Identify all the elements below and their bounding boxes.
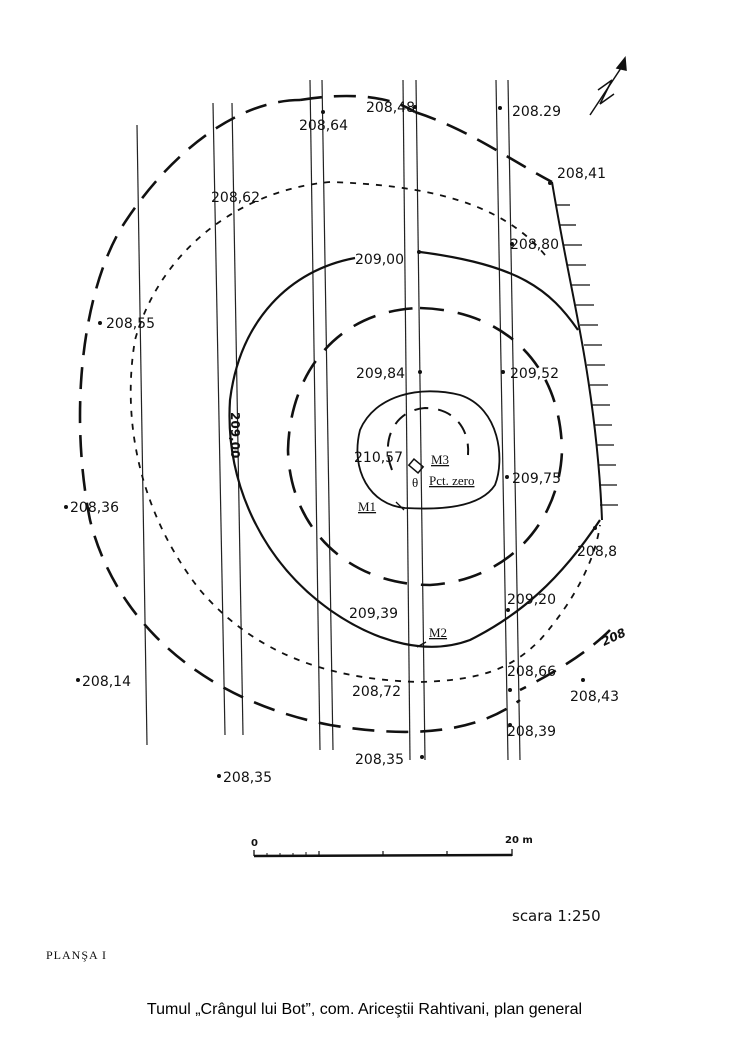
- elevation-label: 208,36: [70, 500, 119, 516]
- marker-m2: M2: [429, 625, 447, 640]
- contour-dotted: [129, 181, 601, 683]
- contour-209-5: [286, 306, 564, 587]
- elevation-label: 208,8: [577, 544, 617, 560]
- figure-caption: Tumul „Crângul lui Bot”, com. Ariceştii …: [146, 1001, 583, 1018]
- m3-marker-icon: [407, 458, 425, 474]
- contour-208-outer: [78, 98, 611, 734]
- elevation-labels: 208,64 208,48 208.29 208,41 208,62 208,8…: [70, 100, 619, 786]
- scale-start-label: 0: [251, 838, 258, 849]
- elevation-label: 208,35: [355, 752, 404, 768]
- markers: M3 θ Pct. zero M1 M2: [358, 452, 474, 648]
- scale-bar: [253, 849, 513, 858]
- elevation-label: 209,84: [356, 366, 405, 382]
- scale-ratio-label: scara 1:250: [512, 907, 601, 925]
- elevation-label: 208,55: [106, 316, 155, 332]
- elevation-label: 209,20: [507, 592, 556, 608]
- marker-m1: M1: [358, 499, 376, 514]
- plate-label: PLANŞA I: [46, 948, 108, 962]
- elevation-points: [64, 105, 597, 778]
- escarpment-hatch: [551, 181, 618, 521]
- elevation-label: 209,39: [349, 606, 398, 622]
- elevation-label: 209,52: [510, 366, 559, 382]
- survey-grid-lines: [136, 79, 521, 761]
- elevation-label: 208,80: [510, 237, 559, 253]
- north-arrow-icon: [589, 56, 627, 116]
- contour-209: [228, 250, 601, 648]
- elevation-label: 208,41: [557, 166, 606, 182]
- contour-210-5: [386, 406, 470, 471]
- elevation-label: 208.29: [512, 104, 561, 120]
- contour-label-209: 209,00: [228, 412, 242, 458]
- elevation-label: 208,43: [570, 689, 619, 705]
- scale-end-label: 20 m: [505, 835, 533, 846]
- elevation-label: 210,57: [354, 450, 403, 466]
- elevation-label: 208,72: [352, 684, 401, 700]
- elevation-label: 208,64: [299, 118, 348, 134]
- marker-theta: θ: [412, 475, 418, 490]
- contour-label-208: 208: [599, 625, 628, 648]
- m1-arrow-icon: [395, 501, 405, 511]
- marker-pct-zero: Pct. zero: [429, 473, 474, 488]
- marker-m3: M3: [431, 452, 449, 467]
- elevation-label: 209,75: [512, 471, 561, 487]
- contour-210: [356, 390, 501, 510]
- elevation-label: 208,48: [366, 100, 415, 116]
- elevation-label: 208,35: [223, 770, 272, 786]
- elevation-label: 208,62: [211, 190, 260, 206]
- elevation-label: 208,39: [507, 724, 556, 740]
- elevation-label: 209,00: [355, 252, 404, 268]
- m2-arrow-icon: [416, 641, 427, 648]
- elevation-label: 208,66: [507, 664, 556, 680]
- elevation-label: 208,14: [82, 674, 131, 690]
